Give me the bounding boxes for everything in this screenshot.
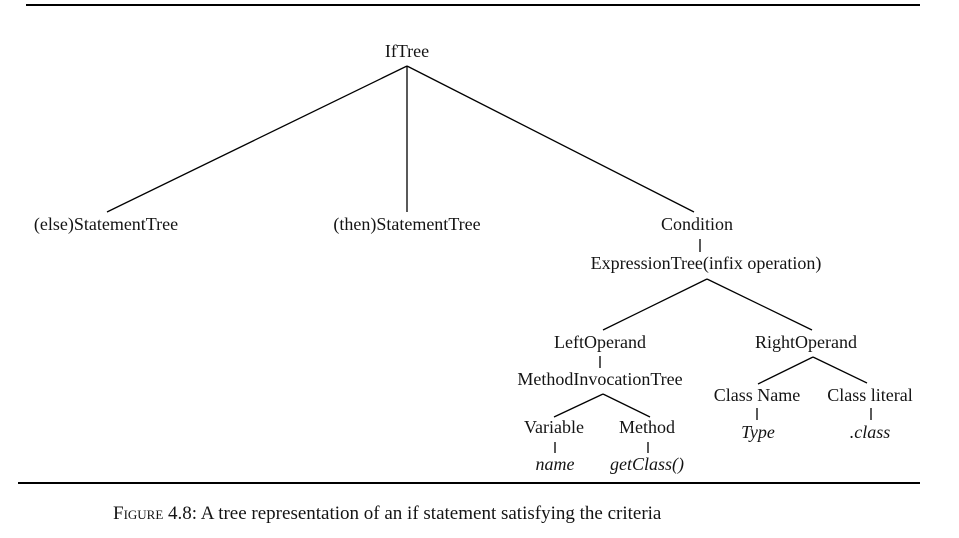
tree-node-class-literal: Class literal: [827, 385, 913, 405]
tree-node-right-operand: RightOperand: [755, 332, 857, 352]
tree-edge-expression-tree-to-left-operand: [602, 278, 708, 331]
figure-caption-text: A tree representation of an if statement…: [200, 503, 662, 524]
tree-edge-right-operand-to-class-literal: [812, 356, 868, 384]
tree-node-expression-tree: ExpressionTree(infix operation): [590, 253, 822, 273]
tree-node-name: name: [535, 454, 575, 474]
tree-edge-method-invocation-tree-to-method: [602, 393, 651, 418]
tree-node-type: Type: [741, 422, 775, 442]
tree-node-variable: Variable: [524, 417, 584, 437]
figure-caption-label: Figure 4.8:: [113, 503, 198, 524]
bottom-rule: [18, 482, 920, 484]
tree-node-then-statement-tree: (then)StatementTree: [333, 214, 481, 234]
tree-edge-iftree-to-condition: [406, 65, 695, 213]
tree-edge-right-operand-to-class-name: [757, 356, 814, 385]
figure-caption: Figure 4.8: A tree representation of an …: [113, 503, 661, 525]
tree-node-else-statement-tree: (else)StatementTree: [33, 214, 179, 234]
tree-edge-iftree-to-else-statement-tree: [106, 65, 408, 213]
tree-node-iftree: IfTree: [384, 41, 430, 61]
tree-node-getclass: getClass(): [610, 454, 684, 474]
tree-node-method-invocation-tree: MethodInvocationTree: [517, 369, 683, 389]
tree-node-class-name: Class Name: [713, 385, 801, 405]
tree-node-dot-class: .class: [849, 422, 891, 442]
tree-edge-expression-tree-to-right-operand: [706, 278, 813, 331]
tree-node-condition: Condition: [660, 214, 734, 234]
tree-edge-method-invocation-tree-to-variable: [553, 393, 604, 418]
tree-node-method: Method: [619, 417, 675, 437]
top-rule: [26, 4, 920, 6]
tree-node-left-operand: LeftOperand: [554, 332, 646, 352]
